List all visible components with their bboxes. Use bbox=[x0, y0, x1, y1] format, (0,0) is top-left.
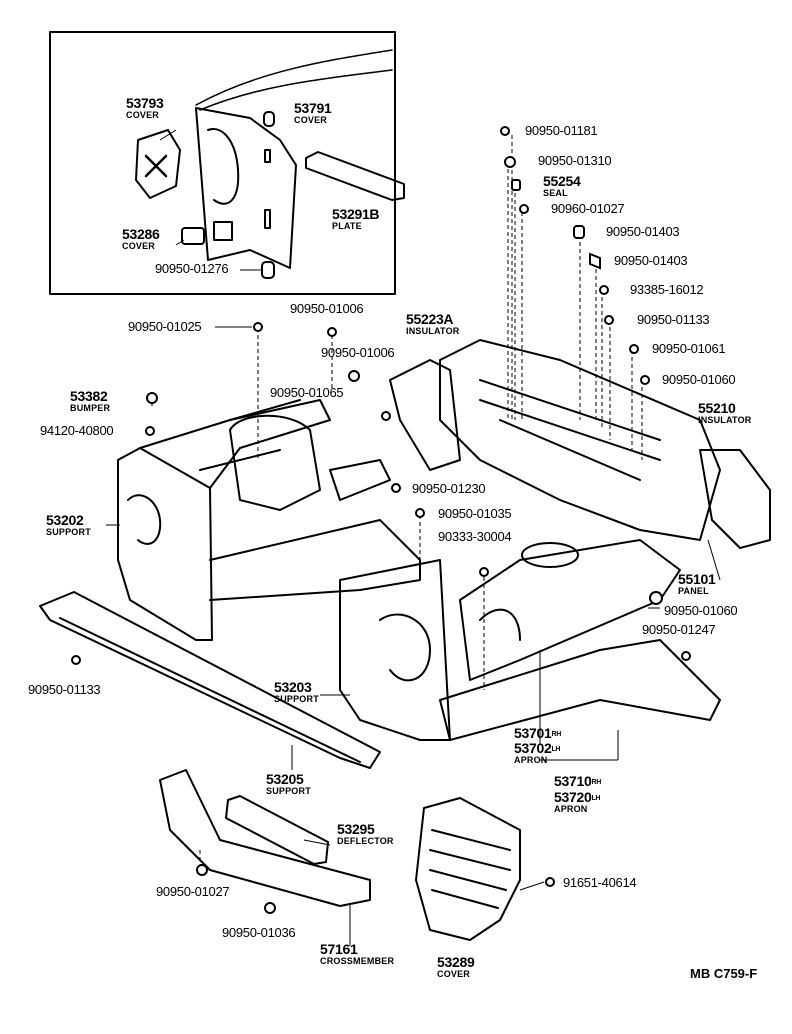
label-93385-16012: 93385-16012 bbox=[630, 282, 704, 297]
inset-body-curve bbox=[195, 49, 393, 106]
fastener-91651-40614 bbox=[545, 877, 555, 887]
support-53205-shape bbox=[39, 591, 381, 769]
crossmember-57161-shape bbox=[159, 769, 371, 907]
label-90950-01060-r: 90950-01060 bbox=[662, 372, 736, 387]
insulator-55223a-shape bbox=[389, 359, 461, 471]
fastener-90950-01181 bbox=[500, 126, 510, 136]
label-91651-40614: 91651-40614 bbox=[563, 875, 637, 890]
label-90950-01060-b: 90950-01060 bbox=[664, 603, 738, 618]
fastener-90950-01006b bbox=[348, 370, 360, 382]
label-90950-01061: 90950-01061 bbox=[652, 341, 726, 356]
fastener-90960-01027 bbox=[519, 204, 529, 214]
fastener-94120-40800 bbox=[145, 426, 155, 436]
plate-53291b-shape bbox=[305, 151, 405, 201]
label-90950-01027: 90950-01027 bbox=[156, 884, 230, 899]
label-53710: 53710RH bbox=[554, 773, 601, 789]
label-90333-30004: 90333-30004 bbox=[438, 529, 512, 544]
label-90950-01247: 90950-01247 bbox=[642, 622, 716, 637]
label-90950-01065: 90950-01065 bbox=[270, 385, 344, 400]
fastener-90950-01403b bbox=[589, 252, 601, 270]
fastener-90950-01006a bbox=[327, 327, 337, 337]
fastener-90950-01036 bbox=[264, 902, 276, 914]
fastener-90950-01247 bbox=[681, 651, 691, 661]
fastener-90950-01310 bbox=[504, 156, 516, 168]
fastener-90950-01035 bbox=[415, 508, 425, 518]
fastener-90950-01133l bbox=[71, 655, 81, 665]
label-90950-01133-l: 90950-01133 bbox=[28, 682, 101, 697]
fastener-90950-01060b bbox=[649, 591, 663, 605]
fastener-90950-01060r bbox=[640, 375, 650, 385]
label-90950-01006-a: 90950-01006 bbox=[290, 301, 364, 316]
cover-53286-shape bbox=[181, 227, 205, 245]
fastener-93385-16012 bbox=[599, 285, 609, 295]
label-90950-01181: 90950-01181 bbox=[525, 123, 598, 138]
apron-53710-shape bbox=[439, 639, 721, 741]
bumper-53382-shape bbox=[146, 392, 158, 404]
label-90950-01036: 90950-01036 bbox=[222, 925, 296, 940]
label-90950-01133-r: 90950-01133 bbox=[637, 312, 710, 327]
fastener-90950-01230 bbox=[391, 483, 401, 493]
label-94120-40800: 94120-40800 bbox=[40, 423, 114, 438]
apron-53701-shape bbox=[459, 539, 681, 681]
deflector-53295-shape bbox=[225, 795, 329, 865]
fastener-90950-01065 bbox=[381, 411, 391, 421]
fastener-90950-01061 bbox=[629, 344, 639, 354]
fastener-90333-30004 bbox=[479, 567, 489, 577]
label-90950-01403-a: 90950-01403 bbox=[606, 224, 680, 239]
label-90950-01403-b: 90950-01403 bbox=[614, 253, 688, 268]
cover-53289-shape bbox=[415, 797, 521, 941]
label-90950-01230: 90950-01230 bbox=[412, 481, 486, 496]
fastener-90950-01025 bbox=[253, 322, 263, 332]
label-53701: 53701RH bbox=[514, 725, 561, 741]
dash-panel-55101-shape bbox=[439, 339, 721, 541]
inset-frame bbox=[49, 31, 396, 295]
fastener-90950-01027 bbox=[196, 864, 208, 876]
support-53202-shape bbox=[117, 447, 213, 641]
label-90950-01025: 90950-01025 bbox=[128, 319, 202, 334]
fastener-90950-01133r bbox=[604, 315, 614, 325]
label-90960-01027: 90960-01027 bbox=[551, 201, 625, 216]
fastener-90950-01403a bbox=[573, 225, 585, 239]
label-90950-01310: 90950-01310 bbox=[538, 153, 612, 168]
insulator-55210-shape bbox=[699, 449, 771, 549]
support-53203-shape bbox=[339, 559, 451, 741]
seal-55254-shape bbox=[511, 179, 521, 191]
label-90950-01035: 90950-01035 bbox=[438, 506, 512, 521]
inset-support-panel bbox=[195, 107, 297, 269]
label-90950-01276: 90950-01276 bbox=[155, 261, 229, 276]
reference-code: MB C759-F bbox=[690, 966, 758, 981]
label-90950-01006-b: 90950-01006 bbox=[321, 345, 395, 360]
